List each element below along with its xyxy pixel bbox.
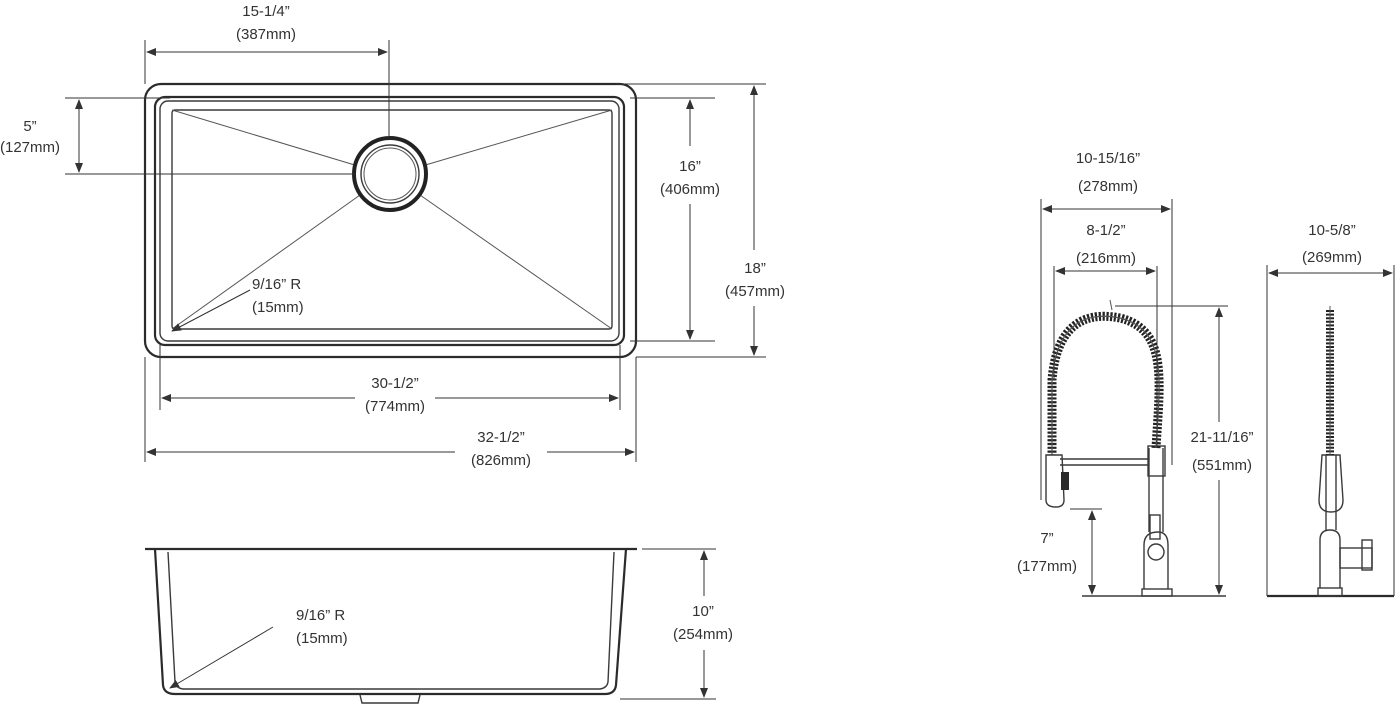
dim-inner-width: 30-1/2” (774mm)	[159, 345, 621, 415]
drain-offset-imperial: 15-1/4”	[242, 3, 290, 20]
spout-reach-metric: (216mm)	[1076, 250, 1136, 267]
faucet-front-handle	[1149, 514, 1161, 540]
faucet-depth-imperial: 10-5/8”	[1308, 222, 1356, 239]
sink-slope-lines	[171, 109, 613, 330]
dim-overall-height: 21-11/16” (551mm)	[1115, 305, 1254, 595]
dim-drain-to-edge: 5” (127mm)	[0, 97, 354, 175]
faucet-front-view: 10-15/16” (278mm) 8-1/2” (216mm) 21-11/1…	[1017, 150, 1254, 597]
outer-width-metric: (826mm)	[471, 452, 531, 469]
dim-spout-reach: 8-1/2” (216mm)	[1053, 222, 1158, 446]
outer-depth-metric: (457mm)	[725, 283, 785, 300]
inner-width-metric: (774mm)	[365, 398, 425, 415]
faucet-side-sprayer	[1318, 454, 1344, 513]
faucet-side-handle	[1339, 547, 1373, 569]
dim-faucet-depth: 10-5/8” (269mm)	[1266, 222, 1395, 596]
sink-side-view: 9/16” R (15mm) 10” (254mm)	[145, 547, 733, 704]
corner-radius-side-metric: (15mm)	[296, 630, 348, 647]
overall-height-imperial: 21-11/16”	[1190, 429, 1253, 446]
overall-reach-metric: (278mm)	[1078, 178, 1138, 195]
bowl-depth-imperial: 10”	[692, 603, 714, 620]
overall-height-metric: (551mm)	[1192, 457, 1252, 474]
inner-depth-imperial: 16”	[679, 158, 701, 175]
dim-drain-offset: 15-1/4” (387mm)	[144, 3, 390, 138]
faucet-front-base	[1141, 588, 1173, 597]
dim-outer-depth: 18” (457mm)	[616, 83, 785, 358]
sink-side-drain	[359, 694, 421, 704]
sink-drain	[352, 136, 428, 212]
dim-corner-radius-side: 9/16” R (15mm)	[169, 607, 348, 689]
sink-side-bowl-inner	[167, 551, 615, 690]
dim-bowl-depth: 10” (254mm)	[620, 548, 733, 700]
spout-reach-imperial: 8-1/2”	[1086, 222, 1125, 239]
drain-to-edge-imperial: 5”	[23, 118, 36, 135]
dim-corner-radius-top: 9/16” R (15mm)	[171, 276, 304, 332]
inner-width-imperial: 30-1/2”	[371, 375, 419, 392]
bowl-depth-metric: (254mm)	[673, 626, 733, 643]
corner-radius-top-metric: (15mm)	[252, 299, 304, 316]
faucet-depth-metric: (269mm)	[1302, 249, 1362, 266]
dim-overall-reach: 10-15/16” (278mm)	[1040, 150, 1173, 500]
sink-top-view: 15-1/4” (387mm) 5” (127mm) 16” (406mm)	[0, 3, 785, 469]
dim-outer-width: 32-1/2” (826mm)	[144, 357, 637, 469]
dim-spout-height: 7” (177mm)	[1017, 508, 1102, 595]
faucet-side-view: 10-5/8” (269mm)	[1266, 222, 1395, 598]
drain-offset-metric: (387mm)	[236, 26, 296, 43]
corner-radius-top-imperial: 9/16” R	[252, 276, 301, 293]
overall-reach-imperial: 10-15/16”	[1076, 150, 1140, 167]
sink-side-bowl	[153, 548, 628, 696]
inner-depth-metric: (406mm)	[660, 181, 720, 198]
spout-height-imperial: 7”	[1040, 530, 1053, 547]
dim-inner-depth: 16” (406mm)	[630, 97, 720, 342]
spout-height-metric: (177mm)	[1017, 558, 1077, 575]
sink-outer-flange	[143, 82, 638, 359]
corner-radius-side-imperial: 9/16” R	[296, 607, 345, 624]
sink-bowl-floor	[171, 109, 613, 330]
faucet-front-body	[1143, 531, 1169, 589]
faucet-front-coil-spring	[1047, 311, 1164, 455]
faucet-side-body	[1319, 529, 1341, 588]
outer-depth-imperial: 18”	[744, 260, 766, 277]
outer-width-imperial: 32-1/2”	[477, 429, 525, 446]
faucet-front-sprayer	[1045, 454, 1065, 508]
drain-to-edge-metric: (127mm)	[0, 139, 60, 156]
